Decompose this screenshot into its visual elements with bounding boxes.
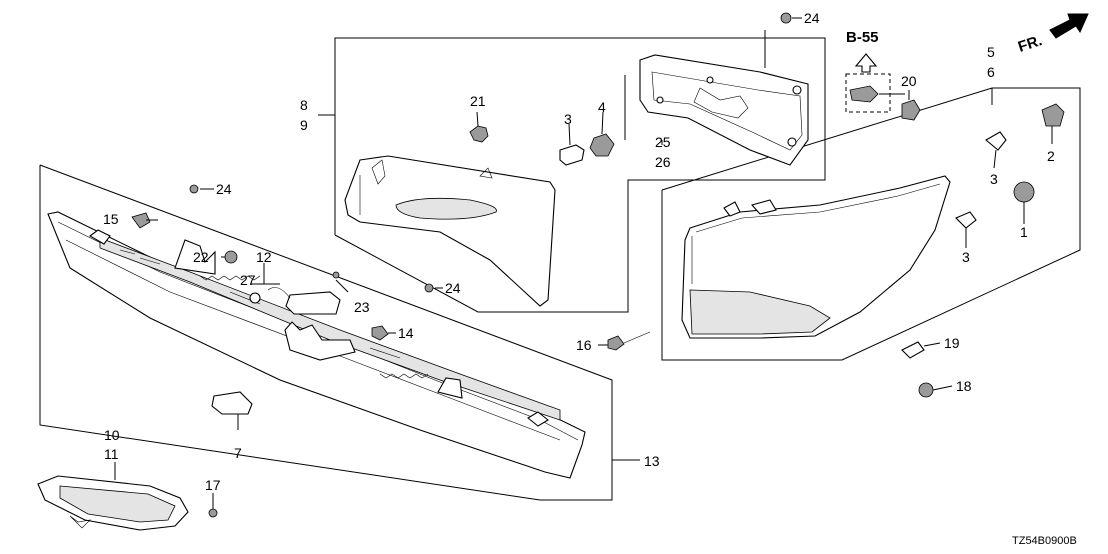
callout-27: 27 — [240, 272, 256, 288]
callout-26: 26 — [655, 154, 671, 170]
hardware-parts — [131, 12, 1065, 518]
group-brackets — [39, 37, 1081, 501]
callout-9: 9 — [300, 117, 308, 133]
callout-16: 16 — [576, 337, 592, 353]
callout-24-mid: 24 — [445, 280, 461, 296]
bracket-plate-part — [639, 54, 809, 166]
callout-5: 5 — [987, 44, 995, 60]
direction-label: FR. — [1016, 32, 1044, 56]
callout-13: 13 — [644, 453, 660, 469]
callout-14: 14 — [398, 325, 414, 341]
callout-20: 20 — [901, 73, 917, 89]
callout-24-left: 24 — [216, 181, 232, 197]
callout-1: 1 — [1020, 224, 1028, 240]
callout-24-top: 24 — [804, 10, 820, 26]
callout-7: 7 — [234, 445, 242, 461]
inner-garnish-part — [344, 155, 556, 307]
callout-2: 2 — [1047, 148, 1055, 164]
callout-15: 15 — [103, 211, 119, 227]
callout-17: 17 — [205, 477, 221, 493]
callout-19: 19 — [944, 335, 960, 351]
rear-garnish-part — [47, 211, 586, 479]
fr-arrow-icon — [1049, 13, 1089, 39]
leader-lines — [114, 17, 1053, 509]
callout-21: 21 — [470, 93, 486, 109]
callout-25: 25 — [655, 134, 671, 150]
callout-23: 23 — [354, 299, 370, 315]
tail-light-part — [681, 175, 951, 339]
diagram-code: TZ54B0900B — [1012, 535, 1077, 547]
callout-12: 12 — [256, 249, 272, 265]
callout-labels: 24 24 24 8 9 21 3 4 25 26 15 22 12 27 23… — [103, 10, 1077, 547]
side-reflector-part — [37, 475, 189, 531]
callout-8: 8 — [300, 97, 308, 113]
callout-18: 18 — [956, 378, 972, 394]
callout-3-lower: 3 — [962, 249, 970, 265]
b55-reference — [845, 53, 891, 113]
callout-4: 4 — [598, 99, 606, 115]
callout-3-upper: 3 — [564, 111, 572, 127]
callout-10: 10 — [104, 427, 120, 443]
callout-3-right: 3 — [990, 171, 998, 187]
reference-b55: B-55 — [846, 29, 879, 46]
callout-6: 6 — [987, 64, 995, 80]
callout-22: 22 — [193, 249, 209, 265]
callout-11: 11 — [104, 446, 119, 462]
